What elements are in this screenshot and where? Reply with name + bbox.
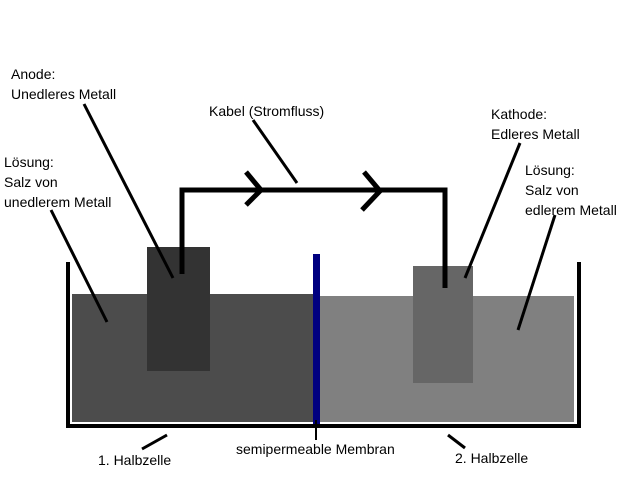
leader-cathode <box>463 142 522 279</box>
half-cell-2-label: 2. Halbzelle <box>455 450 528 466</box>
container-vessel <box>66 262 581 428</box>
current-arrow-2 <box>360 170 384 212</box>
leader-solution-right <box>516 214 557 331</box>
leader-half-cell-1 <box>141 433 168 451</box>
half-cell-1-label: 1. Halbzelle <box>98 452 171 468</box>
cathode-label: Kathode: Edleres Metall <box>491 106 580 142</box>
current-arrow-1 <box>244 170 265 207</box>
membrane-label: semipermeable Membran <box>236 441 395 457</box>
cable-wire <box>179 187 448 288</box>
leader-anode <box>82 103 175 279</box>
solution-right-label: Lösung: Salz von edlerem Metall <box>525 162 617 218</box>
solution-left-label: Lösung: Salz von unedlerem Metall <box>4 154 111 210</box>
membrane <box>313 254 320 424</box>
leader-solution-left <box>49 209 109 323</box>
leader-cable <box>251 119 299 184</box>
leader-half-cell-2 <box>447 433 466 450</box>
cable-label: Kabel (Stromfluss) <box>209 103 324 119</box>
anode-electrode <box>147 247 210 371</box>
anode-label: Anode: Unedleres Metall <box>11 66 116 102</box>
